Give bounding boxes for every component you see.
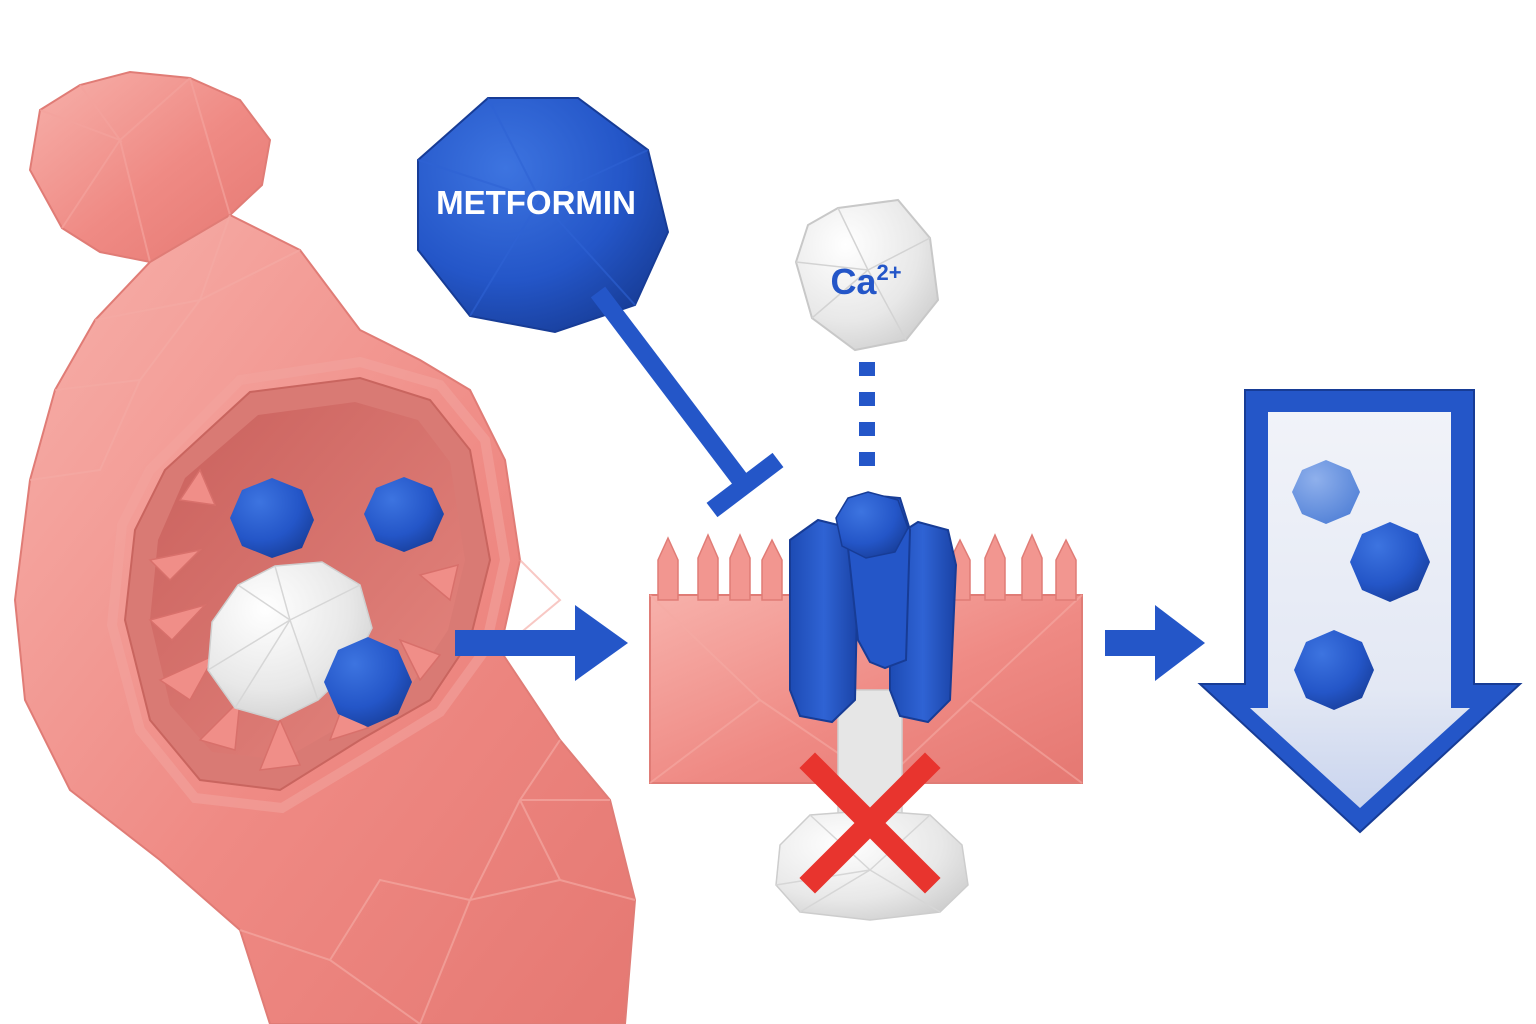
calcium-ion: Ca2+: [794, 198, 940, 352]
down-arrow-icon: [1197, 389, 1523, 834]
flow-arrow-2: [1105, 605, 1205, 681]
intestine-cross-section-icon: [13, 70, 637, 1024]
ion-path-dotted: [859, 362, 875, 466]
red-x-icon: [799, 752, 941, 894]
metformin-particle: [230, 478, 314, 558]
flow-arrow-1: [455, 605, 628, 681]
inhibition-symbol: [590, 286, 784, 518]
metformin-label: METFORMIN: [436, 184, 636, 221]
particle: [1294, 630, 1374, 710]
calcium-ion-label: Ca2+: [830, 260, 901, 302]
particle: [1350, 522, 1430, 602]
particle-light: [1292, 460, 1360, 524]
calcium-channel-icon: [789, 491, 958, 724]
metformin-particle: [364, 477, 444, 552]
metformin-particle: [324, 637, 412, 727]
metformin-molecule: METFORMIN: [417, 97, 670, 334]
